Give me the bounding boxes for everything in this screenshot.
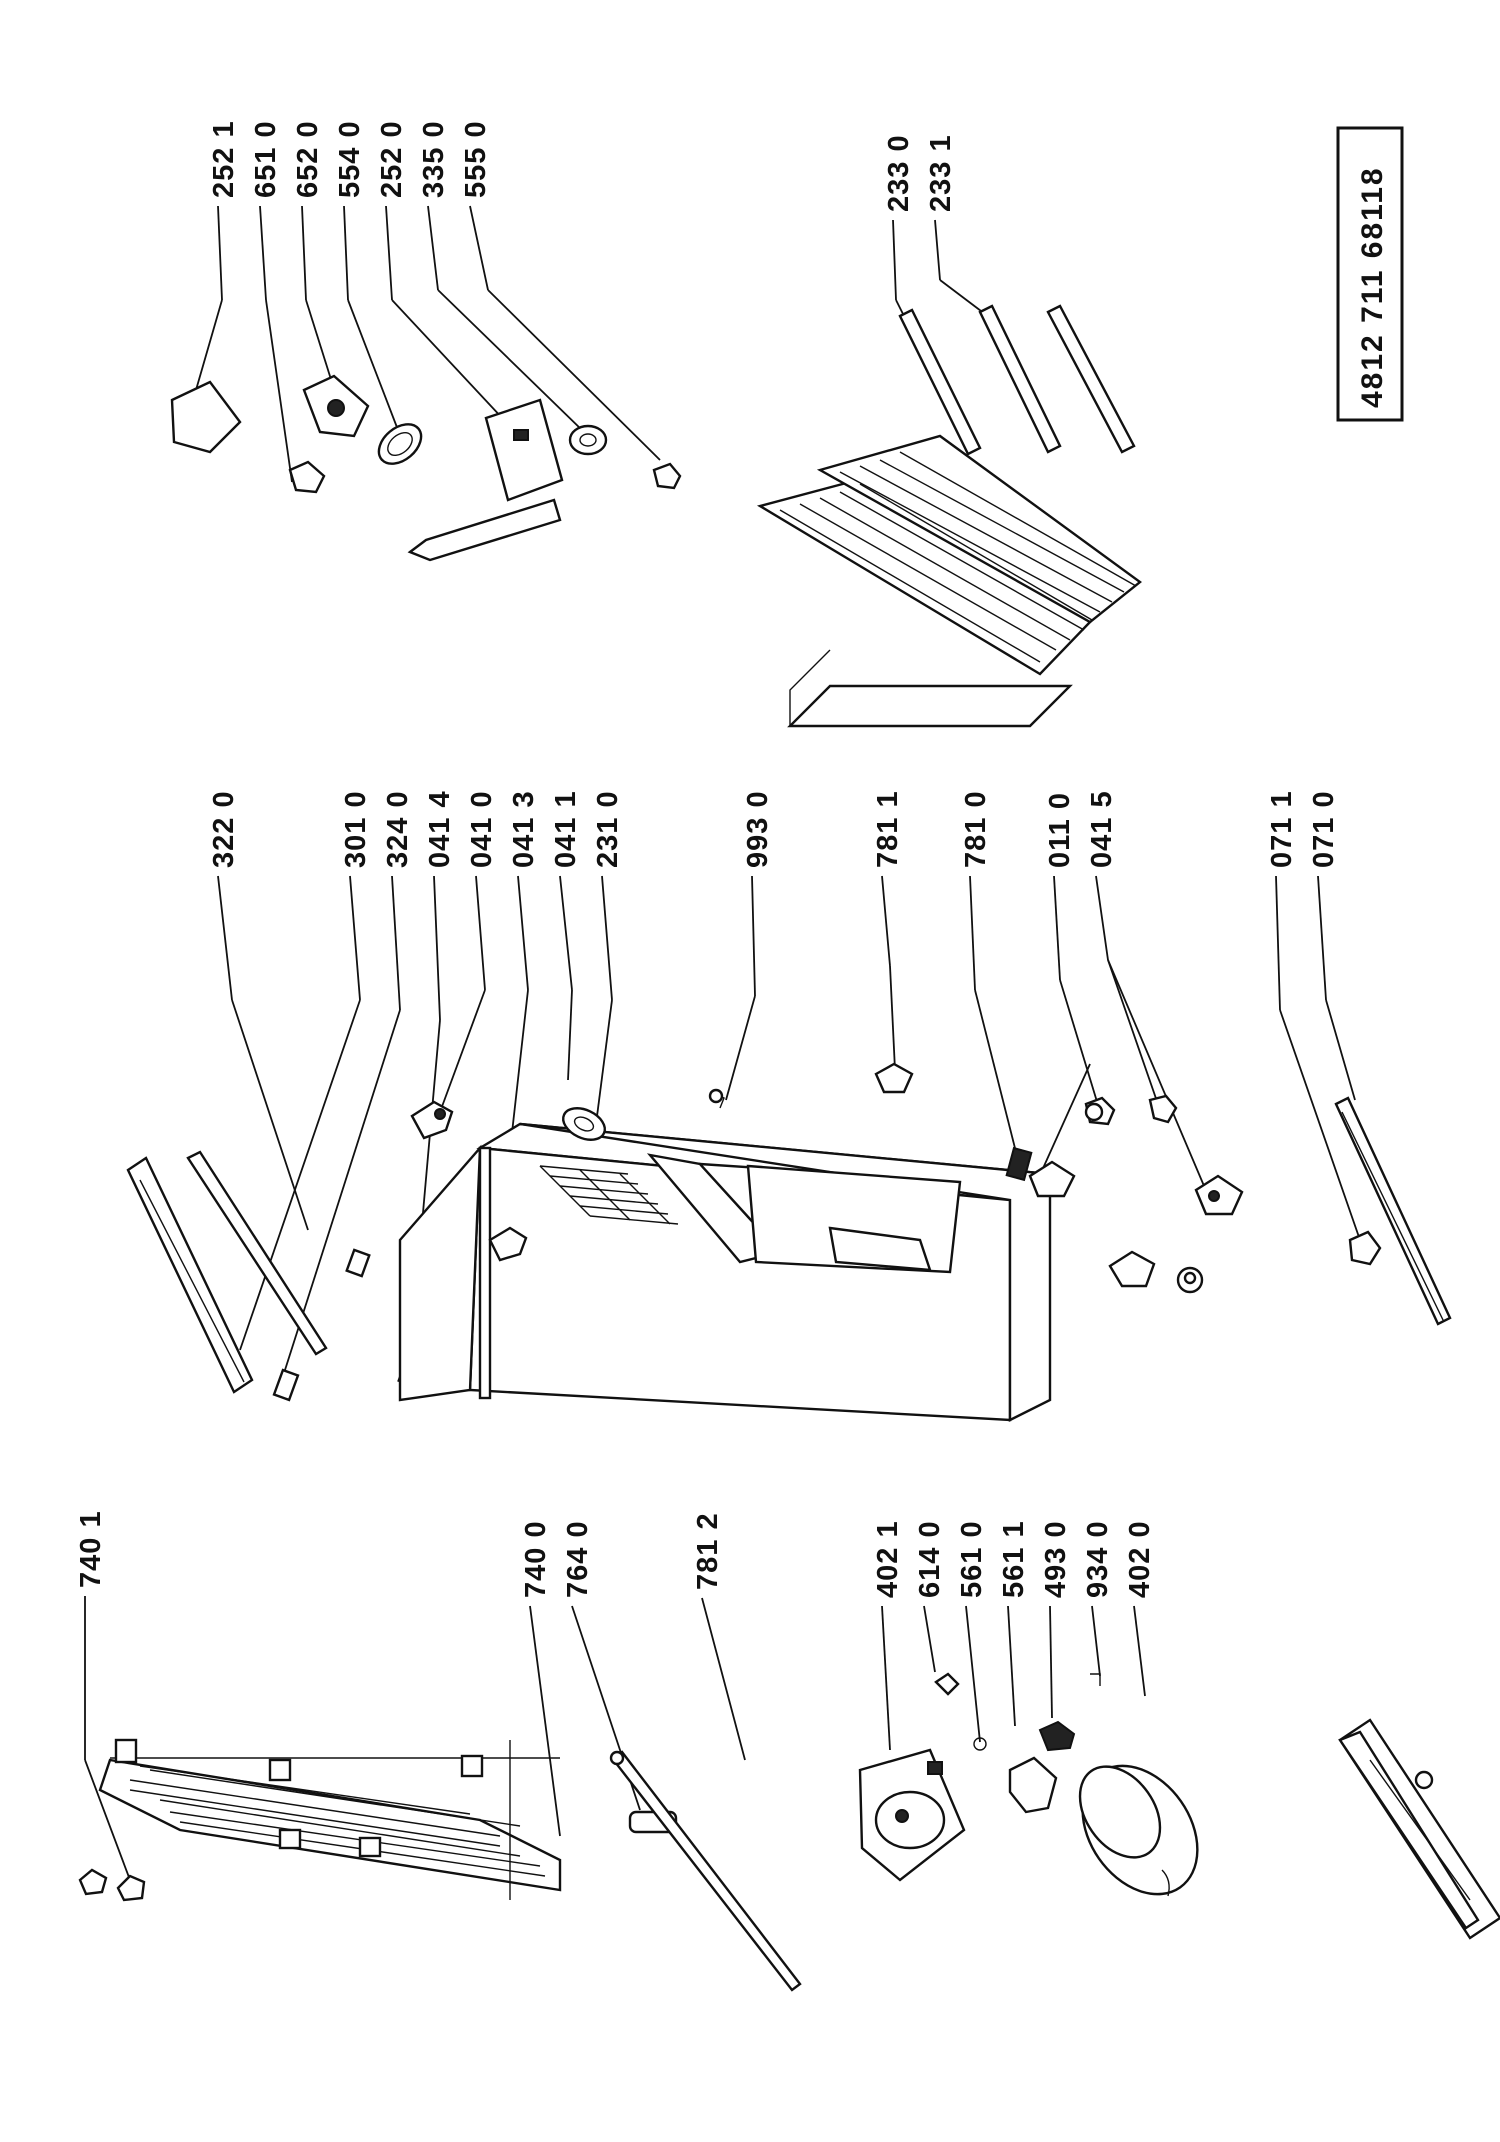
plug-7811: [874, 1062, 914, 1094]
label-561-1: 561 1: [998, 1520, 1030, 1598]
condenser-coil: [78, 1738, 562, 1902]
label-652-0: 652 0: [292, 120, 324, 198]
hinge-0410: [410, 1100, 454, 1140]
foot-0110: [1028, 1096, 1116, 1198]
label-651-0: 651 0: [250, 120, 282, 198]
clip-0411: [345, 1248, 371, 1278]
hinge-0415: [1148, 1094, 1244, 1216]
label-252-1: 252 1: [208, 120, 240, 198]
label-252-0: 252 0: [376, 120, 408, 198]
label-041-1: 041 1: [550, 790, 582, 868]
thermostat-6520: [302, 374, 370, 438]
lamp-cover-2310: [562, 1107, 606, 1141]
hinge-lower: [1108, 1250, 1204, 1294]
label-301-0: 301 0: [340, 790, 372, 868]
label-493-0: 493 0: [1040, 1520, 1072, 1598]
support-bar-7812: [609, 1750, 802, 1992]
label-011-0: 011 0: [1044, 792, 1076, 868]
label-740-1: 740 1: [75, 1510, 107, 1588]
label-322-0: 322 0: [208, 790, 240, 868]
lamp-holder-3350: [568, 424, 608, 456]
evaporator-racks: [756, 434, 1142, 728]
label-614-0: 614 0: [914, 1520, 946, 1598]
tab-7810: [1005, 1146, 1033, 1182]
label-324-0: 324 0: [382, 790, 414, 868]
top-strip-3220: [186, 1150, 328, 1356]
label-740-0: 740 0: [520, 1520, 552, 1598]
label-781-1: 781 1: [872, 790, 904, 868]
document-number-box: 4812 711 68118: [1336, 126, 1404, 422]
document-number: 4812 711 68118: [1356, 166, 1389, 408]
shelf-rail-extra: [1046, 304, 1136, 454]
label-555-0: 555 0: [460, 120, 492, 198]
label-402-0: 402 0: [1124, 1520, 1156, 1598]
wire-9930: [708, 1088, 725, 1109]
label-041-3: 041 3: [508, 790, 540, 868]
spring-5540: [377, 423, 423, 465]
label-561-0: 561 0: [956, 1520, 988, 1598]
shelf-rail-2331: [978, 304, 1062, 454]
label-934-0: 934 0: [1082, 1520, 1114, 1598]
label-781-0: 781 0: [960, 790, 992, 868]
label-041-4: 041 4: [424, 790, 456, 868]
label-402-1: 402 1: [872, 1520, 904, 1598]
label-781-2: 781 2: [692, 1512, 724, 1590]
label-993-0: 993 0: [742, 790, 774, 868]
control-housing-2520: [407, 398, 564, 562]
bulb-5550: [652, 462, 682, 490]
label-233-1: 233 1: [925, 134, 957, 212]
compressor-group: [858, 1672, 1199, 1897]
label-335-0: 335 0: [418, 120, 450, 198]
clip-0711: [1348, 1230, 1382, 1266]
door-shelf: [1338, 1718, 1500, 1940]
knob-6510: [288, 460, 326, 494]
refrigerator-cabinet: [398, 1122, 1054, 1422]
label-233-0: 233 0: [883, 134, 915, 212]
door-strip-0710: [1334, 1096, 1452, 1326]
top-strip-3010: [126, 1156, 254, 1394]
label-554-0: 554 0: [334, 120, 366, 198]
label-071-1: 071 1: [1266, 790, 1298, 868]
label-041-5: 041 5: [1086, 790, 1118, 868]
shelf-rail-2330: [898, 308, 982, 456]
thermostat-bracket-2521: [170, 380, 242, 454]
label-071-0: 071 0: [1308, 790, 1340, 868]
label-041-0: 041 0: [466, 790, 498, 868]
label-764-0: 764 0: [562, 1520, 594, 1598]
label-231-0: 231 0: [592, 790, 624, 868]
clip-3240: [272, 1368, 300, 1402]
leader-lines: [84, 205, 1361, 1881]
